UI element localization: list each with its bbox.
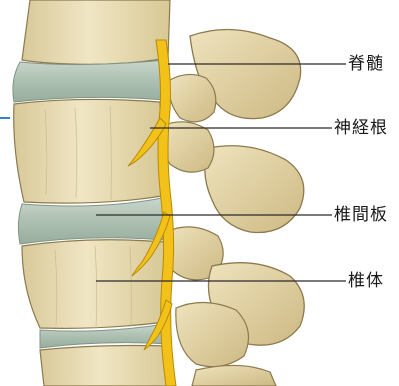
label-disc: 椎間板 [334, 205, 388, 225]
spinous-process-2 [205, 146, 304, 233]
vertebral-body-1 [22, 0, 170, 64]
disc-1 [13, 60, 166, 102]
label-nerve-root: 神経根 [334, 118, 388, 138]
label-vertebral-body: 椎体 [348, 271, 384, 291]
vertebral-body-4 [40, 346, 172, 386]
label-spinal-cord: 脊髄 [348, 54, 384, 74]
disc-2 [18, 198, 164, 244]
posterior-processes [161, 29, 304, 386]
facet-4 [176, 302, 249, 366]
lamina-bottom [192, 365, 276, 386]
vertebral-body-3 [22, 240, 166, 329]
facet-1 [169, 74, 216, 121]
